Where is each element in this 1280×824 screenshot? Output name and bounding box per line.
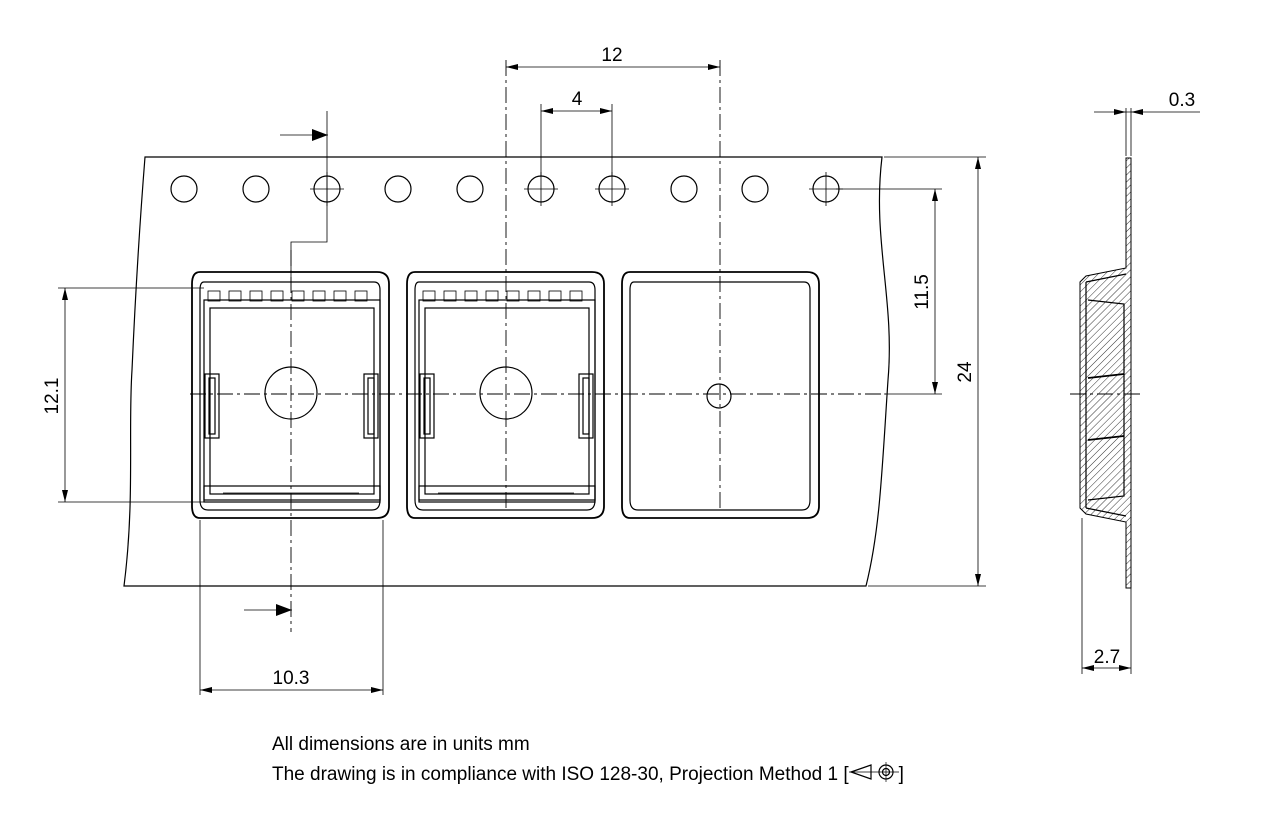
units-note: All dimensions are in units mm xyxy=(272,734,530,755)
sprocket-holes xyxy=(170,175,840,203)
sprocket-hole xyxy=(456,175,484,203)
compliance-text: The drawing is in compliance with ISO 12… xyxy=(272,764,849,785)
dim-sprocket-pitch: 4 xyxy=(572,89,583,110)
dim-tape-thickness: 0.3 xyxy=(1169,90,1195,111)
sprocket-hole xyxy=(670,175,698,203)
tape-outline xyxy=(123,156,890,587)
dim-cavity-pitch: 12 xyxy=(601,45,622,66)
sprocket-hole xyxy=(741,175,769,203)
sprocket-hole xyxy=(384,175,412,203)
side-section-view xyxy=(1070,108,1200,674)
sprocket-hole xyxy=(170,175,198,203)
center-lines xyxy=(190,60,886,632)
first-angle-projection-icon xyxy=(848,762,899,782)
dim-pocket-length: 12.1 xyxy=(42,378,63,415)
pocket-3 xyxy=(621,271,820,519)
dim-tape-width: 24 xyxy=(955,361,976,383)
compliance-text-end: ] xyxy=(898,764,904,785)
pocket-2 xyxy=(406,271,605,519)
compliance-note: The drawing is in compliance with ISO 12… xyxy=(272,761,904,786)
dim-pocket-width: 10.3 xyxy=(273,668,310,689)
pocket-1 xyxy=(191,271,390,519)
dim-hole-to-center: 11.5 xyxy=(912,274,933,310)
dim-pocket-depth: 2.7 xyxy=(1094,647,1120,668)
sprocket-hole xyxy=(242,175,270,203)
